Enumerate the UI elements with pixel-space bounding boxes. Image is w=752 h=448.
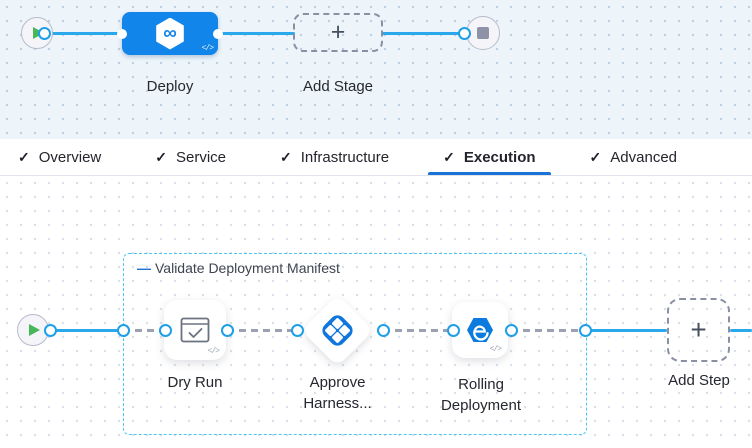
code-view-icon[interactable]: </> [201,44,214,53]
group-out-port[interactable] [579,324,592,337]
execution-start-port[interactable] [44,324,57,337]
step-group-validate-deployment-manifest[interactable]: — Validate Deployment Manifest [123,253,587,435]
edge-rolling-to-groupend [511,329,585,332]
edge-addstep-out [730,329,752,332]
check-icon: ✓ [18,148,30,165]
check-icon: ✓ [443,148,455,165]
step-group-label: — Validate Deployment Manifest [137,260,340,276]
execution-start-node[interactable] [17,314,49,346]
rolling-out-port[interactable] [505,324,518,337]
edge-group-to-dryrun [123,329,165,332]
add-stage-button[interactable]: + [293,13,383,52]
approve-out-port[interactable] [377,324,390,337]
execution-canvas: — Validate Deployment Manifest </> Dry R… [0,176,752,448]
tab-label: Advanced [610,148,677,166]
tab-advanced[interactable]: ✓ Advanced [575,139,692,175]
tab-label: Execution [463,148,536,166]
tab-service[interactable]: ✓ Service [140,139,241,175]
start-node-port[interactable] [38,27,51,40]
deploy-stage-label: Deploy [146,78,194,95]
deploy-stage-icon: ∞ [156,17,184,50]
tab-label: Overview [38,148,102,166]
plus-icon: + [690,314,707,345]
tab-label: Service [175,148,227,166]
group-in-port[interactable] [117,324,130,337]
step-node-dry-run[interactable]: </> [164,300,226,360]
step-label-dry-run: Dry Run [167,374,223,391]
stage-node-deploy[interactable]: ∞ </> [117,12,223,55]
check-icon: ✓ [589,148,602,165]
tab-label: Infrastructure [300,148,390,166]
rolling-in-port[interactable] [447,324,460,337]
approve-in-port[interactable] [291,324,304,337]
dry-run-icon [180,317,210,343]
step-label-rolling-deployment: Rolling Deployment [440,376,522,414]
stage-left-port[interactable] [117,28,127,39]
tab-overview[interactable]: ✓ Overview [3,139,116,175]
play-icon [29,324,40,336]
infinity-icon: ∞ [163,23,177,44]
rolling-deployment-icon [467,318,493,342]
dryrun-in-port[interactable] [159,324,172,337]
pipeline-stop-node[interactable] [466,16,500,50]
edge-deploy-to-addstage [216,32,295,35]
add-step-label: Add Step [668,372,730,389]
edge-approve-to-rolling [383,329,453,332]
edge-dryrun-to-approve [227,329,297,332]
edge-start-to-deploy [44,32,124,35]
stop-icon [477,27,489,39]
check-icon: ✓ [280,148,292,165]
tab-infrastructure[interactable]: ✓ Infrastructure [265,139,404,175]
step-label-approve: Approve Harness... [303,374,372,412]
stage-config-tabs: ✓ Overview ✓ Service ✓ Infrastructure ✓ … [0,139,752,176]
group-label-text: Validate Deployment Manifest [155,260,340,276]
stop-node-port[interactable] [458,27,471,40]
stage-right-port[interactable] [213,28,223,39]
code-view-icon[interactable]: </> [489,345,502,354]
edge-start-to-group [56,329,123,332]
stage-canvas: ∞ </> Deploy + Add Stage [0,0,752,139]
dryrun-out-port[interactable] [221,324,234,337]
group-dash-icon: — [137,260,151,276]
step-node-rolling-deployment[interactable]: </> [452,302,508,358]
code-view-icon[interactable]: </> [207,347,220,356]
plus-icon: + [330,18,346,46]
add-step-button[interactable]: + [667,298,730,362]
check-icon: ✓ [155,148,167,165]
edge-group-to-addstep [585,329,667,332]
add-stage-label: Add Stage [302,78,374,95]
tab-execution[interactable]: ✓ Execution [428,139,551,175]
edge-addstage-to-stop [381,32,465,35]
